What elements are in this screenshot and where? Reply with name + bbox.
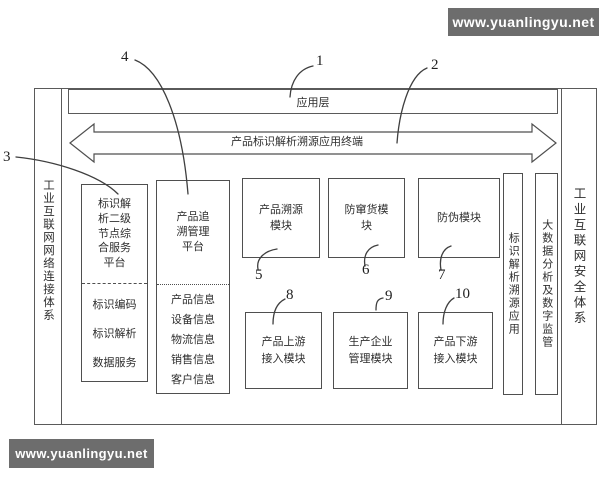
node-platform-divider — [82, 283, 147, 284]
ref-label-5: 5 — [255, 267, 263, 283]
info-item: 客户信息 — [171, 374, 215, 386]
anti-counterfeit-module-box: 防伪模块 — [418, 178, 500, 258]
watermark-bottom-left: www.yuanlingyu.net — [9, 439, 154, 468]
ref-label-3: 3 — [3, 149, 11, 165]
ref-label-8: 8 — [286, 287, 294, 303]
right-system-label: 工业互联网安全体系 — [571, 186, 586, 327]
ref-label-10: 10 — [455, 286, 470, 302]
vertical-module-label: 标识解析溯源应用 — [507, 232, 520, 336]
service-item: 标识解析 — [92, 327, 137, 340]
module-label: 生产企业管理模块 — [348, 336, 393, 365]
bigdata-regulation-box: 大数据分析及数字监管 — [535, 173, 558, 395]
left-system-label: 工业互联网网络连接体系 — [42, 179, 54, 322]
info-item: 物流信息 — [171, 334, 215, 346]
anti-channeling-module-box: 防窜货模块 — [328, 178, 405, 258]
watermark-text: www.yuanlingyu.net — [452, 14, 595, 30]
trace-platform-box: 产品追溯管理平台 产品信息 设备信息 物流信息 销售信息 客户信息 — [156, 180, 230, 394]
trace-platform-title: 产品追溯管理平台 — [176, 211, 210, 253]
ref-label-7: 7 — [438, 267, 446, 283]
application-layer-box: 应用层 — [68, 89, 558, 114]
ref-label-6: 6 — [362, 262, 370, 278]
module-label: 产品上游接入模块 — [261, 336, 306, 365]
watermark-top-right: www.yuanlingyu.net — [448, 8, 599, 36]
service-item: 数据服务 — [92, 356, 137, 369]
service-item: 标识编码 — [92, 298, 137, 311]
vertical-module-label: 大数据分析及数字监管 — [540, 219, 553, 349]
info-item: 设备信息 — [171, 314, 215, 326]
module-label: 产品溯源模块 — [259, 203, 303, 233]
node-platform-box: 标识解析二级节点综合服务平台 标识编码 标识解析 数据服务 — [81, 184, 148, 382]
ref-label-4: 4 — [121, 49, 129, 65]
enterprise-mgmt-module-box: 生产企业管理模块 — [333, 312, 408, 389]
left-system-strip: 工业互联网网络连接体系 — [35, 88, 61, 413]
left-strip-divider — [61, 88, 62, 425]
watermark-text: www.yuanlingyu.net — [15, 446, 148, 461]
upstream-access-module-box: 产品上游接入模块 — [245, 312, 322, 389]
terminal-arrow-label: 产品标识解析溯源应用终端 — [231, 136, 363, 148]
info-item: 销售信息 — [171, 354, 215, 366]
module-label: 产品下游接入模块 — [433, 336, 478, 365]
product-trace-module-box: 产品溯源模块 — [242, 178, 320, 258]
ref-label-2: 2 — [431, 57, 439, 73]
application-layer-label: 应用层 — [296, 96, 330, 109]
trace-platform-divider — [157, 284, 229, 285]
module-label: 防窜货模块 — [344, 203, 389, 233]
module-label: 防伪模块 — [437, 211, 481, 224]
outer-frame — [34, 88, 597, 425]
node-platform-title: 标识解析二级节点综合服务平台 — [98, 197, 131, 270]
id-resolution-trace-app-box: 标识解析溯源应用 — [503, 173, 523, 395]
ref-label-1: 1 — [316, 53, 324, 69]
info-item: 产品信息 — [171, 294, 215, 306]
right-system-strip: 工业互联网安全体系 — [561, 98, 597, 415]
right-strip-divider — [561, 88, 562, 425]
ref-label-9: 9 — [385, 288, 393, 304]
downstream-access-module-box: 产品下游接入模块 — [418, 312, 493, 389]
